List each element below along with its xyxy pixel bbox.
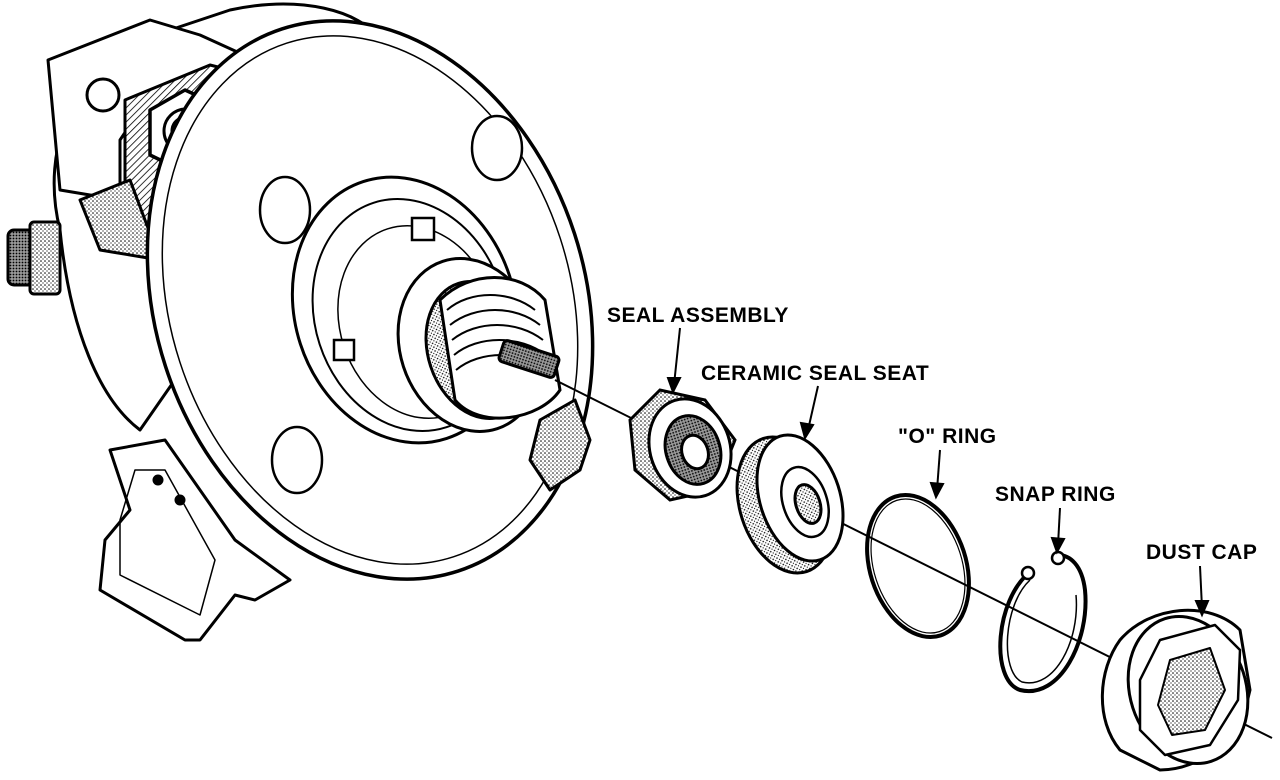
dust-cap-part — [1100, 608, 1252, 772]
arrow-snap-ring — [1050, 536, 1066, 555]
snap-ring-part — [998, 550, 1088, 694]
label-snap-ring: SNAP RING — [995, 483, 1116, 506]
compressor-hub — [290, 175, 562, 445]
arrow-dust-cap — [1194, 600, 1210, 618]
leader-seal-assembly — [673, 327, 681, 386]
o-ring-part — [865, 493, 971, 639]
label-dust-cap: DUST CAP — [1146, 541, 1258, 564]
seal-assembly-part — [628, 388, 737, 502]
leader-lines — [666, 327, 1210, 618]
label-ceramic-seal-seat: CERAMIC SEAL SEAT — [701, 362, 930, 385]
arrow-ceramic-seal-seat — [799, 421, 815, 441]
arrow-seal-assembly — [666, 377, 682, 395]
mounting-bracket — [98, 398, 592, 642]
label-seal-assembly: SEAL ASSEMBLY — [607, 304, 789, 327]
leader-ceramic-seal-seat — [807, 385, 819, 431]
ceramic-seal-seat-part — [735, 433, 845, 575]
label-o-ring: "O" RING — [898, 425, 997, 448]
arrow-o-ring — [929, 481, 945, 500]
